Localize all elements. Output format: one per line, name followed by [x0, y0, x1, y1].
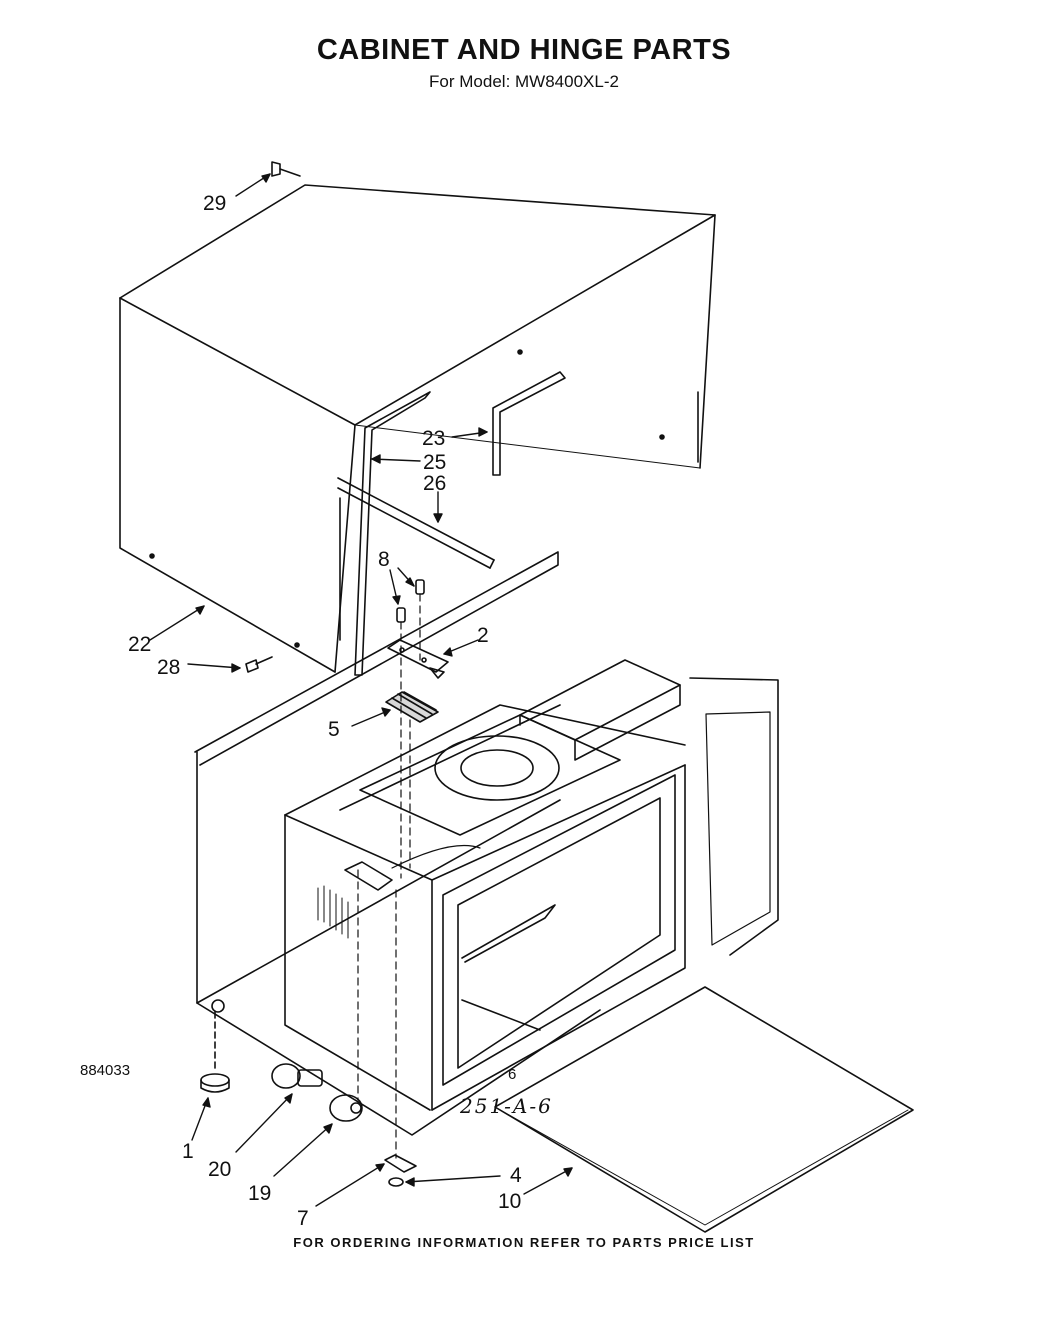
model-subtitle: For Model: MW8400XL-2	[429, 72, 619, 91]
callout-7: 7	[297, 1207, 309, 1230]
page-title: CABINET AND HINGE PARTS	[316, 34, 732, 66]
oven-cavity	[284, 704, 686, 1111]
lamp-socket-19	[329, 1094, 363, 1122]
hinge-bracket-2	[387, 639, 449, 679]
screw-28	[245, 656, 273, 673]
callout-23: 23	[422, 427, 445, 450]
screw-29	[271, 161, 301, 177]
callout-5: 5	[328, 718, 340, 741]
callout-2: 2	[477, 624, 489, 647]
vent-screen-5	[385, 691, 439, 723]
callout-4: 4	[510, 1164, 522, 1187]
callout-25: 25	[423, 451, 446, 474]
document-number: 884033	[80, 1062, 131, 1079]
callout-28: 28	[157, 656, 180, 679]
ordering-note: FOR ORDERING INFORMATION REFER TO PARTS …	[293, 1235, 755, 1250]
trim-strips	[354, 371, 566, 676]
page-number: 6	[508, 1066, 517, 1083]
handwritten-annotation: 251-A-6	[460, 1094, 553, 1118]
clip-7	[384, 1154, 417, 1173]
callout-29: 29	[203, 192, 226, 215]
foot-1	[200, 1011, 230, 1093]
callout-1: 1	[182, 1140, 194, 1163]
callout-26: 26	[423, 472, 446, 495]
cabinet-shell	[119, 184, 716, 673]
callout-labels: 29 23 25 26 8 2 22 28 5 1 20 19 7 4 10	[128, 192, 522, 1230]
fan-housing	[519, 659, 681, 761]
callout-19: 19	[248, 1182, 271, 1205]
assembly-guidelines	[357, 593, 421, 1159]
callout-10: 10	[498, 1190, 521, 1213]
callout-20: 20	[208, 1158, 231, 1181]
bottom-panel-10	[494, 986, 914, 1233]
lamp-20	[271, 1063, 323, 1089]
outer-wrapper	[194, 551, 779, 1136]
callout-8: 8	[378, 548, 390, 571]
leader-arrows	[149, 173, 573, 1207]
callout-22: 22	[128, 633, 151, 656]
lower-hinge-plate	[344, 844, 481, 891]
washer-4	[388, 1177, 404, 1187]
